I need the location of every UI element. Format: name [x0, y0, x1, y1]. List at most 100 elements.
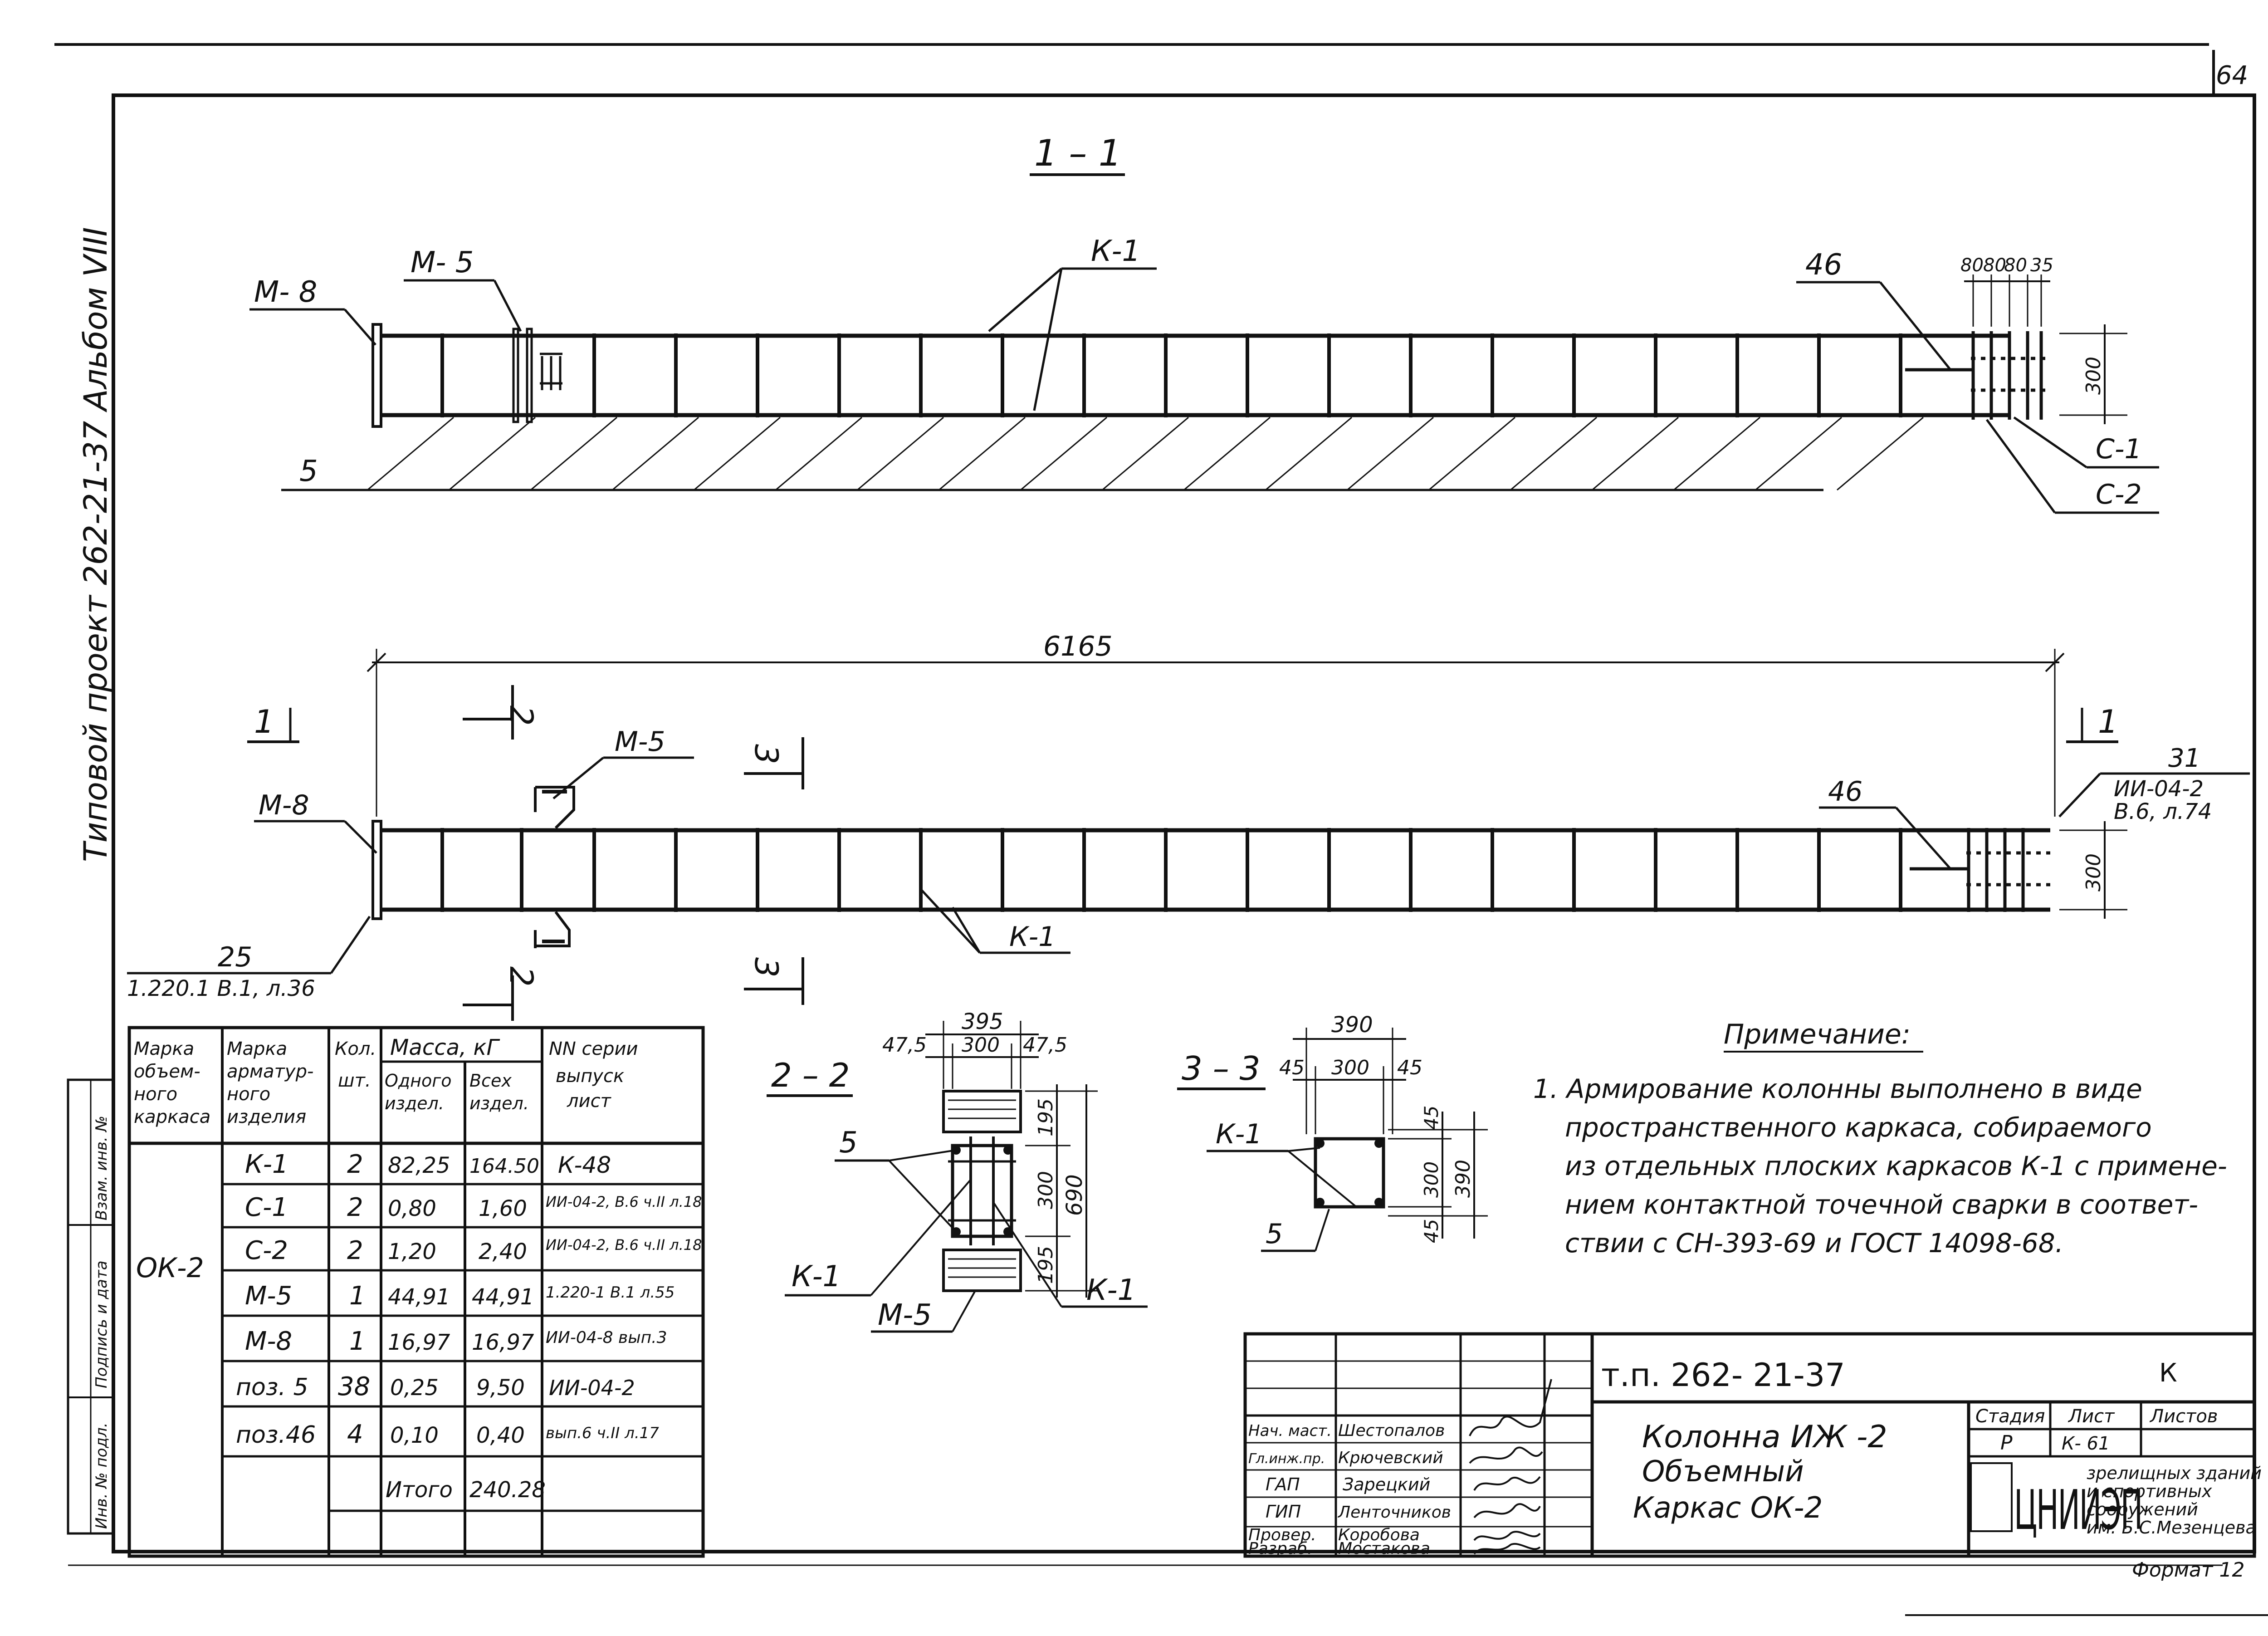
plan-label-m8: М-8 — [259, 789, 309, 821]
spec-row-5-one: 16,97 — [388, 1330, 450, 1355]
tb-name-3: Зарецкий — [1343, 1474, 1430, 1494]
left-strip: Инв. № подл. Подпись и дата Взам. инв. № — [67, 1078, 115, 1535]
plan-cut-2-bottom: 2 — [503, 966, 540, 987]
s11-label-m5: М- 5 — [411, 246, 474, 279]
s22-dim-300: 300 — [962, 1034, 1000, 1057]
plan-length-6165: 6165 — [1043, 631, 1113, 662]
spec-header-qty: Кол. шт. — [335, 1038, 382, 1091]
title-block: Нач. маст. Шестопалов Гл.инж.пр. Крючевс… — [1243, 1332, 2262, 1582]
spec-row-4-ref: 1.220-1 В.1 л.55 — [546, 1283, 675, 1302]
plan-ref-31a: ИИ-04-2 — [2114, 776, 2204, 802]
s33-dim-390-vert: 390 — [1452, 1160, 1475, 1198]
spec-header-mass-all: Всех издел. — [469, 1071, 529, 1113]
s22-dim-47-right: 47,5 — [1023, 1034, 1067, 1057]
plan-stirrups — [440, 828, 1902, 912]
spec-row-7-one: 0,10 — [390, 1423, 439, 1448]
spec-header-mass: Масса, кГ — [390, 1035, 500, 1060]
spec-row-1-qty: 2 — [347, 1150, 363, 1179]
s33-dim-45-left: 45 — [1279, 1056, 1305, 1079]
s11-dim-80b: 80 — [1983, 255, 2006, 276]
spec-row-6-one: 0,25 — [390, 1375, 439, 1401]
plan-label-m5: М-5 — [615, 726, 665, 758]
spec-row-5-qty: 1 — [349, 1327, 366, 1356]
tb-role-5: Провер. — [1248, 1526, 1316, 1544]
note-title: Примечание: — [1724, 1019, 1911, 1050]
s33-dim-45-top: 45 — [1420, 1106, 1442, 1130]
spec-header-item: Марка арматур- ного изделия — [227, 1038, 319, 1127]
spec-header-frame: Марка объем- ного каркаса — [134, 1038, 210, 1127]
tb-format: Формат 12 — [2132, 1558, 2245, 1582]
plan-end-nets — [1910, 828, 2050, 912]
note-line-1: 1. Армирование колонны выполнено в виде — [1533, 1073, 2142, 1104]
s11-label-m8: М- 8 — [254, 275, 317, 309]
s33-label-k1: К-1 — [1216, 1118, 1262, 1150]
plan-label-25: 25 — [218, 941, 252, 973]
spec-row-6-ref: ИИ-04-2 — [549, 1376, 635, 1400]
tb-role-1: Нач. маст. — [1248, 1422, 1332, 1440]
signatures — [1469, 1379, 1552, 1555]
s11-label-5: 5 — [299, 455, 318, 488]
plan-cut-2-top: 2 — [503, 705, 540, 726]
plan-label-31: 31 — [2168, 744, 2200, 773]
spec-row-3-all: 2,40 — [479, 1239, 527, 1264]
tb-name-4: Ленточников — [1337, 1503, 1451, 1522]
s11-label-c1: С-1 — [2096, 433, 2142, 465]
section-1-1-hatching — [367, 416, 1924, 491]
s11-dim-80c: 80 — [2004, 255, 2027, 276]
tb-name-2: Крючевский — [1338, 1449, 1443, 1467]
spec-row-2-one: 0,80 — [388, 1196, 436, 1221]
note-block: Примечание: 1. Армирование колонны выпол… — [1533, 1019, 2227, 1259]
spec-row-3-one: 1,20 — [388, 1239, 436, 1264]
s22-dim-47-left: 47,5 — [882, 1034, 927, 1057]
s33-label-5: 5 — [1266, 1218, 1283, 1250]
tb-org-line-3: сооружений — [2087, 1499, 2198, 1519]
s11-dim-80a: 80 — [1960, 255, 1984, 276]
sheet-frame — [54, 43, 2268, 1616]
tb-role-6: Разраб. — [1248, 1539, 1312, 1558]
tb-org-logo: ЦНИИЭП — [2014, 1478, 2142, 1542]
spec-header-ref: NN серии выпуск лист — [549, 1038, 644, 1112]
tb-drawing-title-3: Каркас ОК-2 — [1633, 1491, 1823, 1525]
spec-row-7-all: 0,40 — [476, 1423, 525, 1448]
spec-row-6-all: 9,50 — [476, 1375, 525, 1401]
tb-role-4: ГИП — [1266, 1502, 1301, 1522]
spec-row-7-qty: 4 — [347, 1420, 363, 1449]
spec-row-4-one: 44,91 — [388, 1284, 450, 1310]
s22-dim-195-bot: 195 — [1034, 1246, 1057, 1284]
tb-role-3: ГАП — [1266, 1474, 1300, 1494]
s33-dim-300-vert: 300 — [1420, 1161, 1442, 1198]
strip-inv-number: Инв. № подл. — [93, 1422, 111, 1529]
spec-row-3-mark: С-2 — [245, 1236, 288, 1265]
spec-total-label: Итого — [386, 1477, 453, 1503]
spec-table: Марка объем- ного каркаса Марка арматур-… — [127, 1026, 705, 1558]
tb-stage-header: Стадия — [1975, 1406, 2045, 1427]
tb-sheets-header: Листов — [2149, 1406, 2218, 1427]
tb-project-code: т.п. 262- 21-37 — [1601, 1357, 1845, 1394]
s33-dim-45-right: 45 — [1397, 1056, 1422, 1079]
spec-frame-mark: ОК-2 — [136, 1252, 204, 1284]
s22-dim-690: 690 — [1062, 1174, 1087, 1216]
spec-row-2-all: 1,60 — [479, 1196, 527, 1221]
spec-row-1-one: 82,25 — [388, 1153, 450, 1178]
spec-row-5-ref: ИИ-04-8 вып.3 — [546, 1328, 667, 1347]
s22-label-5: 5 — [839, 1126, 858, 1160]
section-2-2-title: 2 – 2 — [771, 1056, 850, 1094]
spec-row-3-qty: 2 — [347, 1236, 363, 1265]
plan-cut-3-bottom: 3 — [748, 957, 785, 978]
spec-row-3-ref: ИИ-04-2, В.6 ч.II л.18 — [546, 1236, 702, 1254]
spec-row-2-qty: 2 — [347, 1193, 363, 1222]
spec-row-7-ref: вып.6 ч.II л.17 — [546, 1424, 659, 1442]
plan-ref-31b: В.6, л.74 — [2114, 799, 2212, 824]
s22-label-k1-right: К-1 — [1086, 1274, 1136, 1307]
plan-cut-1-left: 1 — [254, 703, 274, 740]
sheet-number: 64 — [2216, 61, 2248, 90]
plan-label-46: 46 — [1828, 776, 1862, 808]
tb-letter: К — [2159, 1358, 2177, 1388]
tb-sheet-value: К- 61 — [2062, 1433, 2110, 1454]
tb-org-line-2: и спортивных — [2087, 1481, 2212, 1501]
s22-label-k1-left: К-1 — [792, 1260, 841, 1293]
tb-stage-value: Р — [2000, 1431, 2013, 1455]
spec-row-5-mark: М-8 — [245, 1327, 292, 1356]
strip-replace-inv: Взам. инв. № — [93, 1116, 111, 1220]
s33-dim-45-bot: 45 — [1420, 1219, 1442, 1243]
